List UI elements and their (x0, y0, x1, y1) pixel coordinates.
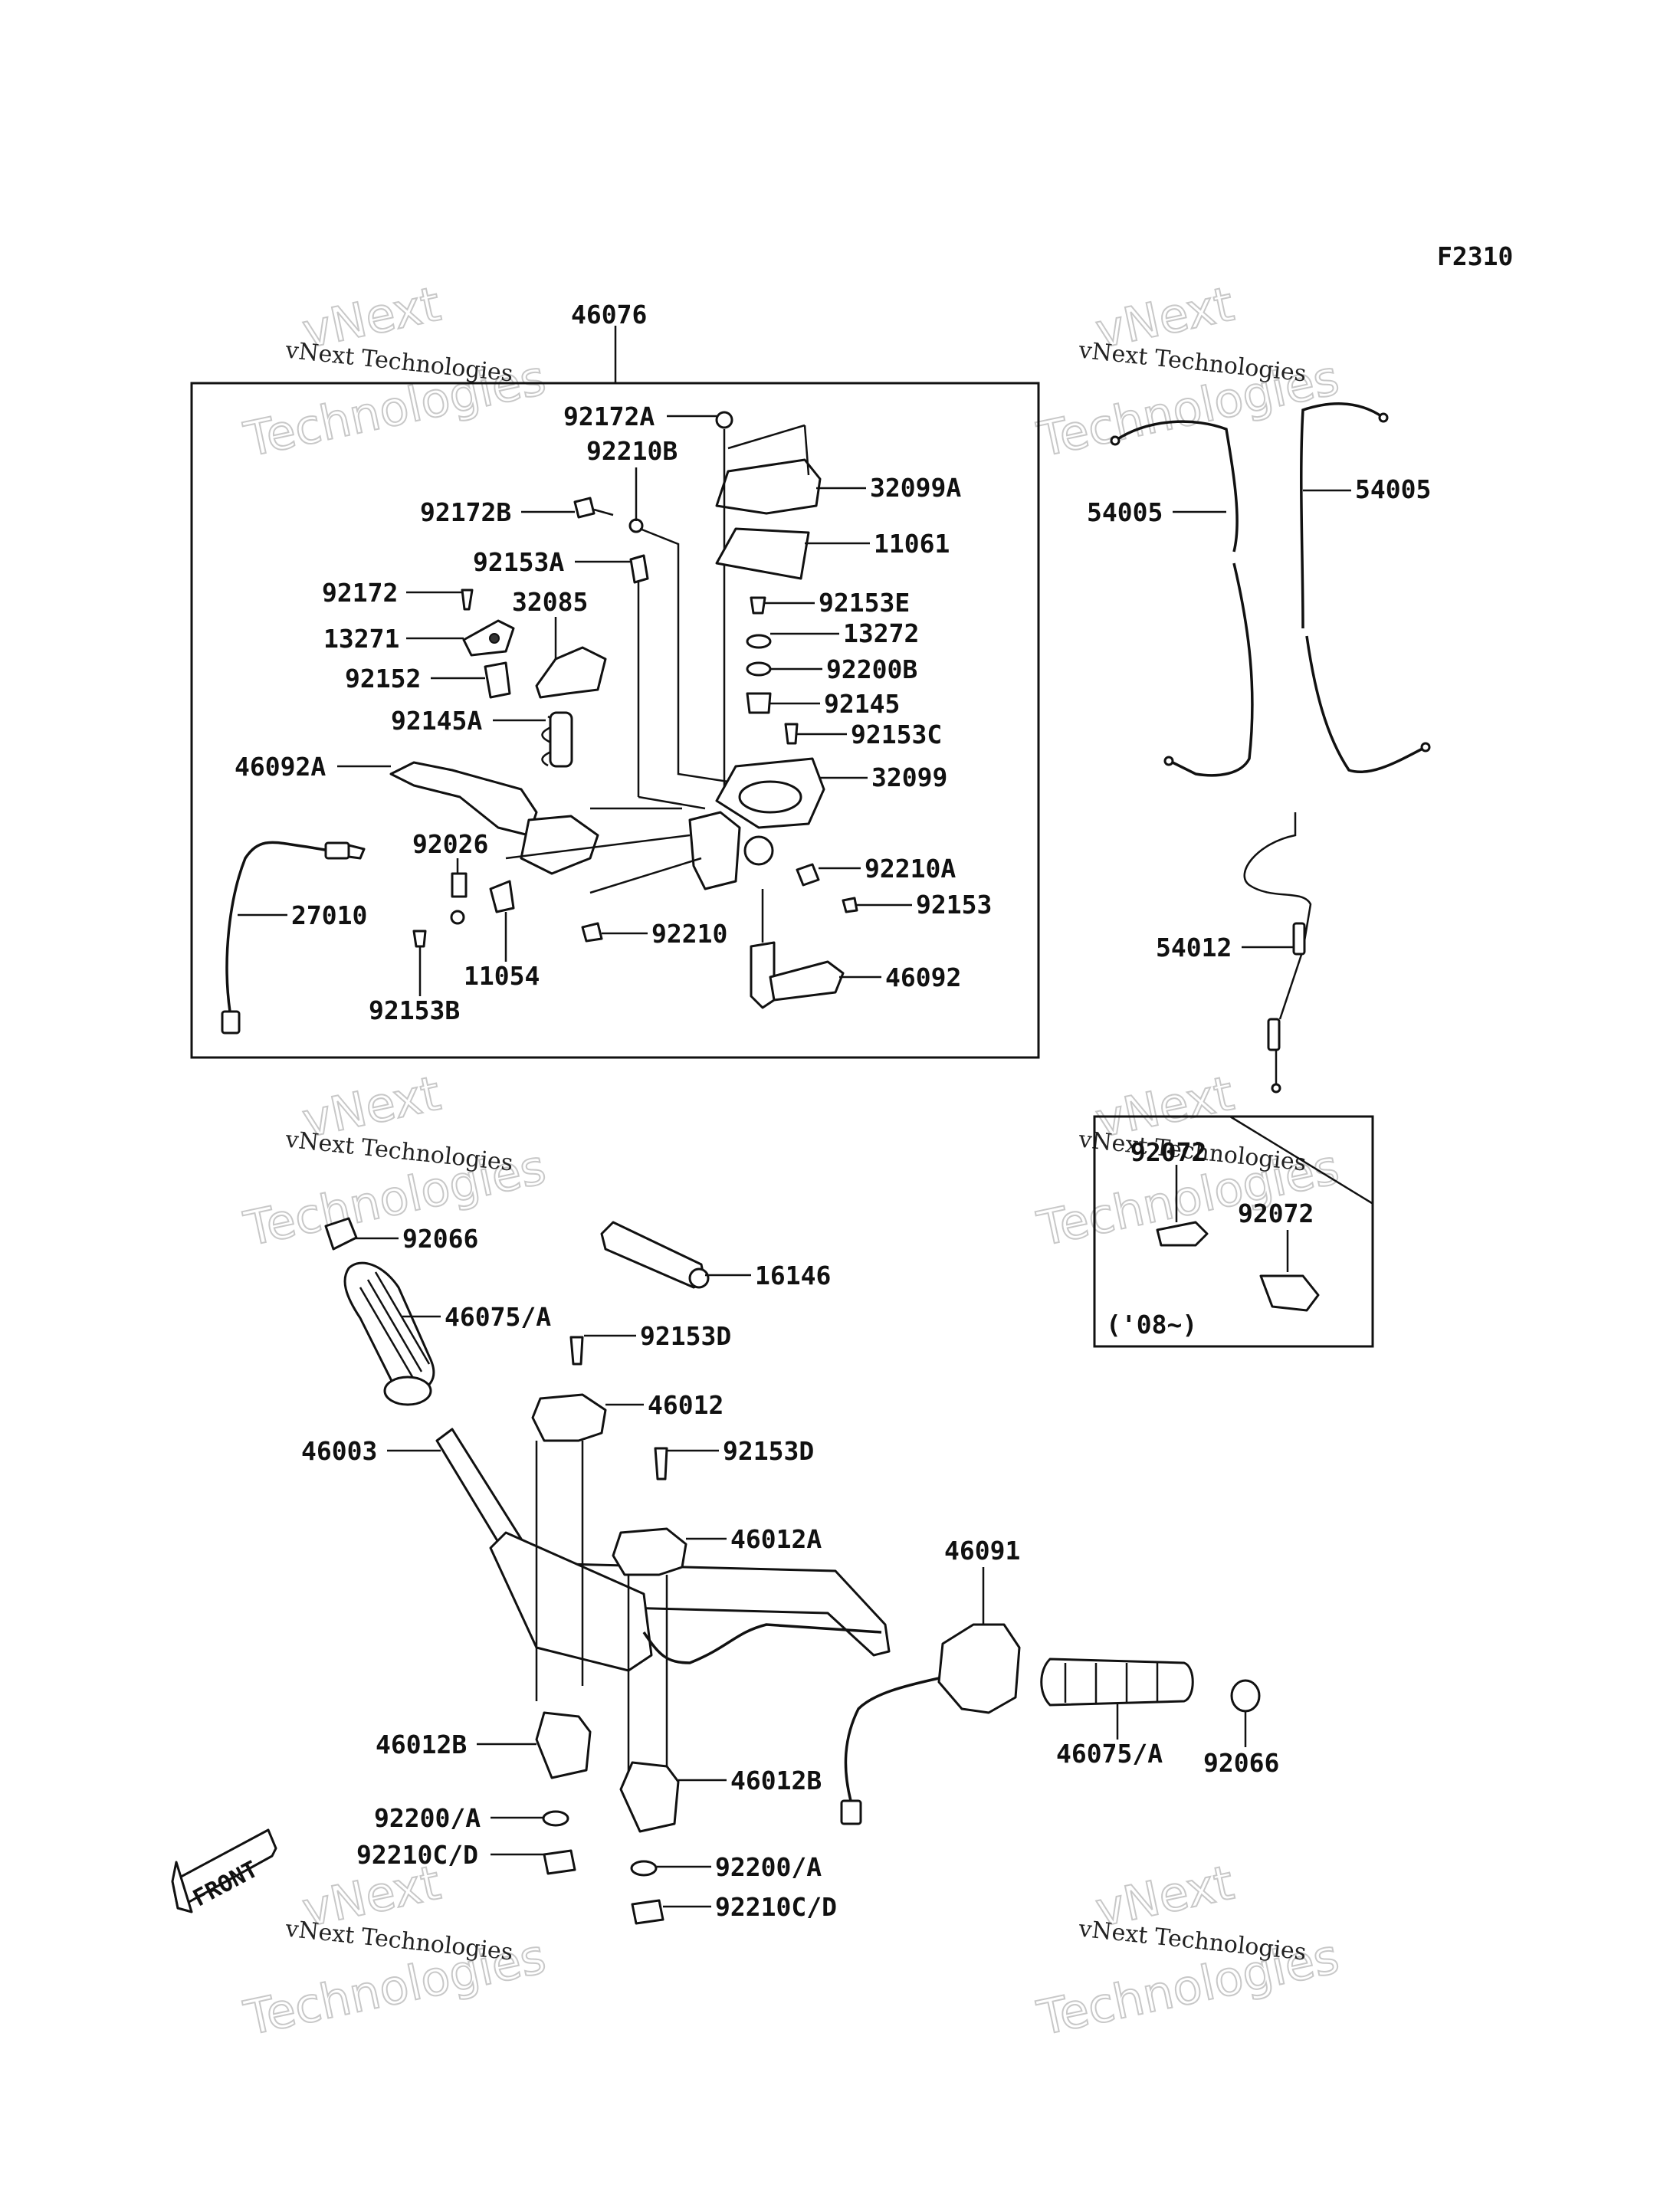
label-92153C: 92153C (851, 720, 942, 749)
label-92210CD-left: 92210C/D (356, 1840, 478, 1870)
label-46003: 46003 (301, 1436, 377, 1466)
label-46012: 46012 (648, 1390, 724, 1420)
label-13271: 13271 (323, 624, 399, 654)
label-92153E: 92153E (819, 588, 910, 618)
label-27010: 27010 (291, 900, 367, 930)
label-32099: 32099 (871, 762, 947, 792)
label-46012A: 46012A (730, 1524, 822, 1554)
inset-note: ('08~) (1106, 1310, 1197, 1340)
label-92153A: 92153A (473, 547, 564, 577)
label-92200B: 92200B (826, 654, 917, 684)
label-92153D-bottom: 92153D (723, 1436, 814, 1466)
kit-box-46076: 46076 (190, 300, 1040, 1059)
label-92210A: 92210A (865, 854, 956, 884)
label-92172A: 92172A (563, 402, 655, 431)
kit-parts-drawings (221, 411, 858, 1035)
watermark-6: vNext Technologies vNext Technologies (1032, 1854, 1344, 2048)
label-11061: 11061 (874, 529, 950, 559)
label-92200A-left: 92200/A (374, 1803, 481, 1833)
label-13272: 13272 (843, 618, 919, 648)
kit-label: 46076 (571, 300, 647, 330)
label-54005-right: 54005 (1355, 474, 1431, 504)
label-92210: 92210 (651, 919, 727, 949)
label-92072-bottom: 92072 (1238, 1199, 1314, 1228)
label-92145: 92145 (824, 689, 900, 719)
label-92210B: 92210B (586, 436, 678, 466)
label-46012B-right: 46012B (730, 1766, 822, 1795)
label-92153B: 92153B (369, 995, 460, 1025)
label-92153: 92153 (916, 890, 992, 920)
label-92172B: 92172B (420, 497, 511, 527)
label-92172: 92172 (322, 578, 398, 608)
figure-code: F2310 (1437, 241, 1513, 271)
label-32099A: 32099A (870, 473, 961, 503)
label-92200A-right: 92200/A (715, 1852, 822, 1882)
watermark-5: vNext Technologies vNext Technologies (238, 1854, 551, 2048)
watermark-3: vNext Technologies vNext Technologies (238, 1064, 551, 1258)
watermark-1: vNext Technologies vNext Technologies (238, 275, 551, 469)
inset-box: 92072 92072 ('08~) (1093, 1115, 1374, 1348)
handlebar-labels: 92066 16146 46075/A 92153D 46012 46003 9… (189, 1224, 1279, 1922)
label-46091: 46091 (944, 1536, 1020, 1566)
label-54005-left: 54005 (1087, 497, 1163, 527)
label-92026: 92026 (412, 829, 488, 859)
label-92152: 92152 (345, 664, 421, 694)
label-92210CD-right: 92210C/D (715, 1892, 837, 1922)
watermark-2: vNext Technologies vNext Technologies (1032, 275, 1344, 469)
label-54012: 54012 (1156, 933, 1232, 962)
kit-labels: 92172A 92210B 32099A 92172B 11061 92153A… (235, 402, 992, 1025)
handlebar-assembly-drawings (171, 1217, 1261, 1925)
label-46012B-left: 46012B (376, 1730, 467, 1759)
cable-labels: 54005 54005 54012 (1087, 474, 1431, 962)
label-46092: 46092 (885, 962, 961, 992)
label-46075A-right: 46075/A (1056, 1739, 1163, 1769)
label-92153D-top: 92153D (640, 1321, 731, 1351)
label-11054: 11054 (464, 961, 540, 991)
label-32085: 32085 (512, 587, 588, 617)
label-46075A-left: 46075/A (445, 1302, 551, 1332)
label-92145A: 92145A (391, 706, 482, 736)
label-46092A: 46092A (235, 752, 326, 782)
label-16146: 16146 (755, 1261, 831, 1290)
label-92066-right: 92066 (1203, 1748, 1279, 1778)
throttle-cables (1110, 402, 1431, 1094)
label-92072-top: 92072 (1130, 1137, 1206, 1167)
label-92066-left: 92066 (402, 1224, 478, 1254)
